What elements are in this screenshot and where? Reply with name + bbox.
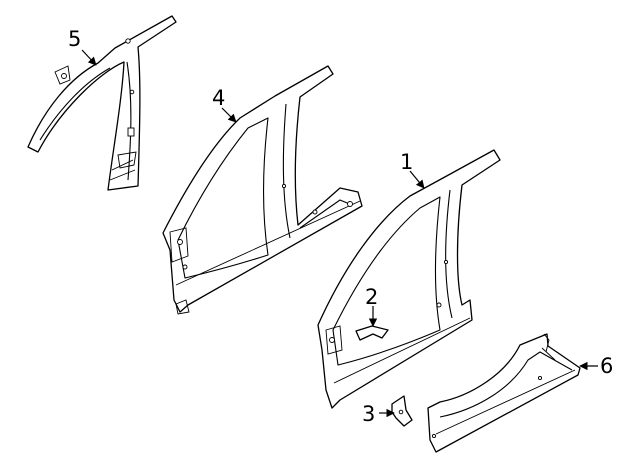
callout-3: 3 <box>362 402 375 426</box>
callout-1: 1 <box>400 150 413 174</box>
callout-6: 6 <box>600 354 613 378</box>
callout-4: 4 <box>212 86 225 110</box>
leader-1 <box>409 170 425 189</box>
part-3-gusset <box>391 395 413 427</box>
part-5-pillar-reinforcement <box>27 15 177 191</box>
part-1-body-side-frame <box>317 149 501 409</box>
leader-5 <box>81 49 97 66</box>
callout-2: 2 <box>365 285 378 309</box>
leader-4 <box>221 107 237 123</box>
callout-5: 5 <box>68 27 81 51</box>
part-6-rocker-panel <box>427 333 581 453</box>
part-4-body-side-frame <box>162 65 363 315</box>
